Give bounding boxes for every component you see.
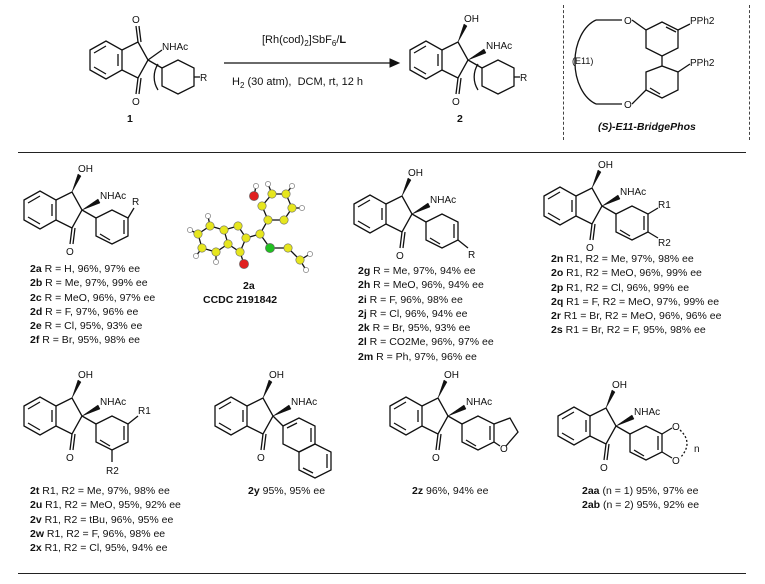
- svg-text:OH: OH: [78, 370, 93, 381]
- list-item: 2l R = CO2Me, 96%, 97% ee: [358, 336, 494, 349]
- crystal-ccdc: CCDC 2191842: [203, 294, 278, 306]
- svg-text:R1: R1: [658, 200, 671, 211]
- product-2g-2m-structure: OH O NHAc R: [353, 168, 475, 262]
- list-item: 2e R = Cl, 95%, 93% ee: [30, 320, 143, 333]
- list-item: 2c R = MeO, 96%, 97% ee: [30, 291, 156, 304]
- product-2y-structure: OH O NHAc: [214, 370, 332, 479]
- reaction-arrow: [224, 58, 401, 68]
- list-item: 2ab (n = 2) 95%, 92% ee: [582, 499, 700, 512]
- svg-text:NHAc: NHAc: [486, 41, 512, 52]
- list-item: 2d R = F, 97%, 96% ee: [30, 305, 139, 318]
- svg-text:O: O: [257, 453, 265, 464]
- list-2g-2m: 2g R = Me, 97%, 94% ee 2h R = MeO, 96%, …: [358, 264, 494, 364]
- list-2aa-2ab: 2aa (n = 1) 95%, 97% ee 2ab (n = 2) 95%,…: [582, 484, 699, 513]
- svg-text:NHAc: NHAc: [466, 397, 492, 408]
- product-2a-2f-structure: OH O NHAc R: [23, 164, 139, 258]
- svg-text:OH: OH: [612, 380, 627, 391]
- svg-text:O: O: [624, 16, 632, 27]
- list-item: 2a R = H, 96%, 97% ee: [30, 263, 141, 275]
- list-2n-2s: 2n R1, R2 = Me, 97%, 98% ee 2o R1, R2 = …: [551, 252, 721, 338]
- svg-text:O: O: [66, 453, 74, 464]
- svg-text:O: O: [396, 251, 404, 262]
- svg-text:NHAc: NHAc: [291, 397, 317, 408]
- separator-bottom: [18, 573, 746, 574]
- crystal-structure-image: [187, 181, 313, 273]
- product-2aa-2ab-structure: OH O NHAc O O n: [557, 380, 700, 474]
- list-item: 2s R1 = Br, R2 = F, 95%, 98% ee: [551, 324, 706, 337]
- svg-text:NHAc: NHAc: [634, 407, 660, 418]
- list-item: 2f R = Br, 95%, 98% ee: [30, 334, 141, 347]
- list-item: 2n R1, R2 = Me, 97%, 98% ee: [551, 253, 694, 265]
- svg-text:R: R: [520, 73, 527, 84]
- list-2t-2x: 2t R1, R2 = Me, 97%, 98% ee 2u R1, R2 = …: [30, 484, 181, 555]
- svg-text:O: O: [452, 97, 460, 108]
- svg-text:O: O: [600, 463, 608, 474]
- svg-text:O: O: [500, 444, 508, 455]
- svg-text:R: R: [132, 197, 139, 208]
- svg-text:O: O: [66, 247, 74, 258]
- svg-text:R: R: [200, 73, 207, 84]
- list-item: 2q R1 = F, R2 = MeO, 97%, 99% ee: [551, 295, 720, 308]
- svg-text:OH: OH: [269, 370, 284, 381]
- svg-text:O: O: [432, 453, 440, 464]
- svg-text:OH: OH: [408, 168, 423, 179]
- list-item: 2b R = Me, 97%, 99% ee: [30, 277, 148, 290]
- svg-text:O: O: [586, 243, 594, 254]
- svg-text:OH: OH: [598, 160, 613, 171]
- crystal-label: 2a: [243, 280, 255, 292]
- svg-text:R1: R1: [138, 406, 151, 417]
- svg-text:O: O: [672, 422, 680, 433]
- product-2t-2x-structure: OH O NHAc R1 R2: [23, 370, 151, 477]
- svg-text:NHAc: NHAc: [100, 191, 126, 202]
- list-item: 2t R1, R2 = Me, 97%, 98% ee: [30, 485, 170, 497]
- label-2z: 2z 96%, 94% ee: [412, 485, 489, 497]
- product-2z-structure: OH O NHAc O: [389, 370, 519, 464]
- ligand-name: (S)-E11-BridgePhos: [598, 121, 696, 133]
- list-item: 2r R1 = Br, R2 = MeO, 96%, 96% ee: [551, 310, 722, 323]
- conditions-top: [Rh(cod)2]SbF6/L: [262, 34, 347, 49]
- svg-text:OH: OH: [444, 370, 459, 381]
- list-item: 2x R1, R2 = Cl, 95%, 94% ee: [30, 542, 168, 555]
- ligand-structure: (E11) O PPh2 PPh2 O: [572, 16, 715, 111]
- separator-top: [18, 152, 746, 153]
- reactant-label: 1: [127, 113, 133, 125]
- svg-text:O: O: [672, 456, 680, 467]
- label-2y: 2y 95%, 95% ee: [248, 485, 326, 497]
- list-item: 2v R1, R2 = tBu, 96%, 95% ee: [30, 513, 174, 526]
- svg-text:O: O: [132, 97, 140, 108]
- svg-text:OH: OH: [78, 164, 93, 175]
- svg-text:NHAc: NHAc: [620, 187, 646, 198]
- svg-text:NHAc: NHAc: [430, 195, 456, 206]
- list-item: 2p R1, R2 = Cl, 96%, 99% ee: [551, 281, 690, 294]
- svg-text:O: O: [132, 15, 140, 26]
- svg-text:PPh2: PPh2: [690, 16, 715, 27]
- svg-text:NHAc: NHAc: [100, 397, 126, 408]
- list-item: 2j R = Cl, 96%, 94% ee: [358, 307, 468, 320]
- svg-text:R: R: [468, 250, 475, 261]
- product-2n-2s-structure: OH O NHAc R1 R2: [543, 160, 671, 254]
- list-item: 2k R = Br, 95%, 93% ee: [358, 322, 471, 335]
- product-label: 2: [457, 113, 463, 125]
- ligand-box: [563, 5, 750, 140]
- svg-text:(E11): (E11): [572, 56, 593, 66]
- product-2-structure: OH O NHAc R: [409, 14, 527, 108]
- list-item: 2i R = F, 96%, 98% ee: [358, 293, 463, 306]
- svg-text:PPh2: PPh2: [690, 58, 715, 69]
- conditions-bottom: H2 (30 atm), DCM, rt, 12 h: [232, 76, 363, 91]
- svg-text:R2: R2: [658, 238, 671, 249]
- svg-text:O: O: [624, 100, 632, 111]
- list-item: 2w R1, R2 = F, 96%, 98% ee: [30, 527, 166, 540]
- svg-text:R2: R2: [106, 466, 119, 477]
- svg-text:NHAc: NHAc: [162, 42, 188, 53]
- list-item: 2aa (n = 1) 95%, 97% ee: [582, 485, 699, 497]
- svg-text:n: n: [694, 444, 700, 455]
- list-item: 2u R1, R2 = MeO, 95%, 92% ee: [30, 499, 181, 512]
- svg-text:OH: OH: [464, 14, 479, 25]
- list-2a-2f: 2a R = H, 96%, 97% ee 2b R = Me, 97%, 99…: [30, 262, 155, 348]
- list-item: 2h R = MeO, 96%, 94% ee: [358, 279, 484, 292]
- list-item: 2g R = Me, 97%, 94% ee: [358, 265, 476, 277]
- list-item: 2o R1, R2 = MeO, 96%, 99% ee: [551, 267, 702, 280]
- reactant-1-structure: O O NHAc R: [89, 15, 207, 108]
- list-item: 2m R = Ph, 97%, 96% ee: [358, 350, 477, 363]
